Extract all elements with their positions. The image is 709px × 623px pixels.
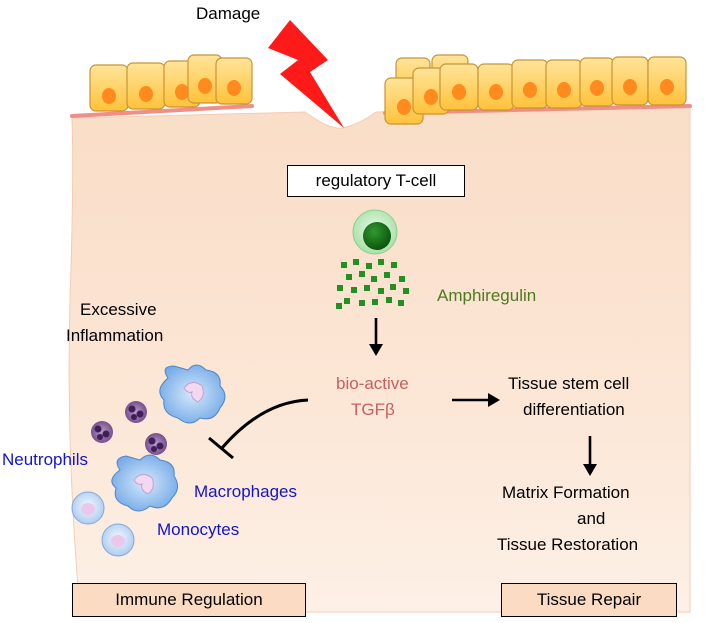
regulatory-tcell-box: regulatory T-cell	[287, 165, 465, 197]
excessive-inflammation-line2: Inflammation	[66, 326, 164, 345]
amphiregulin-label: Amphiregulin	[437, 286, 537, 305]
immune-regulation-label: Immune Regulation	[115, 590, 263, 609]
excessive-inflammation-line1: Excessive	[80, 300, 157, 319]
stem-cell-label-line2: differentiation	[523, 400, 625, 419]
regulatory-tcell-label: regulatory T-cell	[315, 171, 437, 190]
monocyte-icons	[71, 491, 135, 557]
tissue-region	[68, 105, 691, 613]
arrow-tgfb-to-stemcell	[452, 393, 500, 407]
tissue-repair-box: Tissue Repair	[501, 583, 677, 617]
lightning-bolt-icon	[268, 20, 344, 128]
matrix-label-line2: and	[577, 509, 606, 528]
macrophage-icon	[159, 364, 226, 424]
amphiregulin-particles	[336, 259, 409, 309]
regulatory-tcell-icon	[352, 209, 398, 255]
neutrophil-icons	[91, 401, 167, 455]
macrophage-icon-2	[111, 454, 178, 512]
immune-regulation-box: Immune Regulation	[72, 583, 306, 617]
damage-label: Damage	[196, 4, 261, 23]
epithelial-cells-right	[384, 54, 687, 125]
tissue-repair-label: Tissue Repair	[536, 590, 642, 609]
bioactive-label-line1: bio-active	[336, 374, 409, 393]
tgfb-label: TGFβ	[351, 400, 395, 419]
inhibition-arrow	[208, 398, 309, 460]
stem-cell-label-line1: Tissue stem cell	[508, 374, 630, 393]
epithelial-cells-left	[89, 54, 253, 112]
matrix-label-line1: Matrix Formation	[502, 483, 630, 502]
arrow-stemcell-to-matrix	[583, 436, 597, 476]
matrix-label-line3: Tissue Restoration	[497, 535, 639, 554]
macrophages-label: Macrophages	[194, 482, 298, 501]
neutrophils-label: Neutrophils	[2, 450, 88, 469]
monocytes-label: Monocytes	[157, 520, 240, 539]
basement-membrane	[70, 104, 254, 118]
arrow-amphiregulin-to-tgfb	[369, 318, 383, 356]
